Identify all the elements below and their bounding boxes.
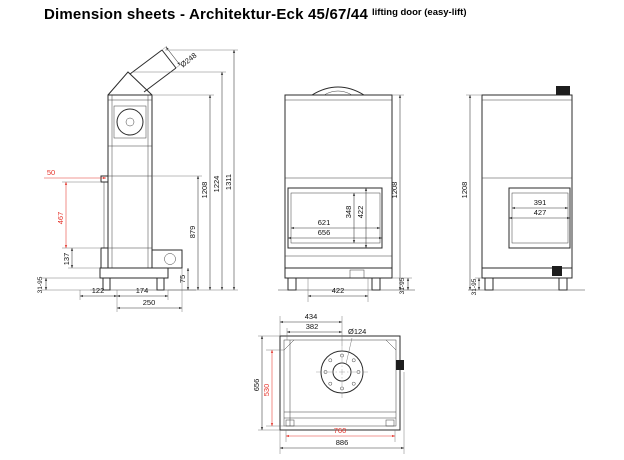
base-plinth xyxy=(481,267,573,279)
bolt-hole xyxy=(328,358,333,363)
top-dome xyxy=(311,86,365,96)
dim-side-opening-top-height: 879 xyxy=(188,226,197,239)
bolt-hole xyxy=(351,358,356,363)
top-collar xyxy=(323,90,353,96)
base-plinth xyxy=(99,267,169,279)
dim-side-depth-mid: 174 xyxy=(136,286,149,295)
foot xyxy=(156,277,165,291)
front-view: 348 422 621 656 422 1208 31-95 xyxy=(278,86,415,302)
dim-top-depth-total: 656 xyxy=(252,379,261,392)
top-view: 434 382 Ø124 656 530 760 886 xyxy=(252,312,405,454)
dim-side-base-height: 137 xyxy=(62,253,71,266)
dim-top-flue-center-x: 434 xyxy=(305,312,318,321)
dim-front-glass-height: 348 xyxy=(344,206,353,219)
air-duct-port xyxy=(164,253,176,265)
foot xyxy=(285,419,295,427)
inner-wall-outline xyxy=(283,339,397,427)
front-frame-bottom xyxy=(100,247,109,269)
bolt-hole xyxy=(323,370,328,374)
dim-front-base-width: 422 xyxy=(332,286,345,295)
dim-side-duct-height: 75 xyxy=(178,275,187,283)
flue-pipe-edge xyxy=(143,67,177,93)
foot xyxy=(287,277,297,291)
glass-pane xyxy=(290,192,381,244)
dim-corner-feet-range: 31-95 xyxy=(471,278,478,295)
corner-brace xyxy=(283,339,295,351)
dim-side-depth-front: 122 xyxy=(92,286,105,295)
flue-pipe-cap xyxy=(161,49,177,69)
fan-bracket xyxy=(113,105,147,139)
foot xyxy=(371,277,381,291)
dim-front-opening-height: 422 xyxy=(356,206,365,219)
dim-side-depth-base: 250 xyxy=(143,298,156,307)
connection-box xyxy=(552,266,562,276)
air-duct xyxy=(151,249,183,269)
dim-side-feet-range: 31-95 xyxy=(37,276,44,293)
bolt-hole xyxy=(340,353,344,358)
dim-side-top-height: 1224 xyxy=(212,176,221,193)
flue-housing-outline xyxy=(107,71,153,96)
dim-front-glass-width: 621 xyxy=(318,218,331,227)
fan-hub xyxy=(125,117,135,127)
title-main: Dimension sheets - Architektur-Eck 45/67… xyxy=(44,6,369,23)
corner-body-outline xyxy=(481,94,573,269)
side-view: Ø248 50 467 137 31-95 122 174 250 75 879… xyxy=(37,45,238,312)
connection-box xyxy=(396,360,404,370)
dim-corner-side-glass-width: 391 xyxy=(534,198,547,207)
dim-top-flue-center-inner: 382 xyxy=(306,322,319,331)
top-cap xyxy=(556,86,570,95)
base-plinth xyxy=(284,267,393,279)
extension-line xyxy=(175,63,182,69)
dim-top-depth-inner: 530 xyxy=(262,384,271,397)
front-body-outline xyxy=(284,94,393,269)
dim-top-width-inner: 760 xyxy=(334,426,347,435)
dim-front-body-height: 1208 xyxy=(390,182,399,199)
dim-top-width-total: 886 xyxy=(336,438,349,447)
page-title: Dimension sheets - Architektur-Eck 45/67… xyxy=(44,6,466,24)
foot xyxy=(385,419,395,427)
dim-side-body-height: 1208 xyxy=(200,182,209,199)
dim-side-front-offset: 50 xyxy=(47,168,55,177)
flue-pipe-edge xyxy=(129,49,163,75)
dim-corner-side-opening-width: 427 xyxy=(534,208,547,217)
connection-box xyxy=(349,269,365,279)
dim-side-total-height: 1311 xyxy=(224,174,233,190)
bolt-hole xyxy=(351,381,356,386)
extension-line xyxy=(161,45,168,51)
dim-front-opening-width: 656 xyxy=(318,228,331,237)
dim-corner-body-height: 1208 xyxy=(460,182,469,199)
foot xyxy=(558,277,568,291)
dim-side-flue-diameter: Ø248 xyxy=(178,51,198,69)
bolt-hole xyxy=(356,370,361,374)
foot xyxy=(484,277,494,291)
front-frame-top xyxy=(100,175,109,183)
corner-view: 391 427 1208 31-95 xyxy=(460,86,585,295)
title-suffix: lifting door (easy-lift) xyxy=(372,7,467,18)
glass-opening xyxy=(287,187,383,249)
dim-side-door-height: 467 xyxy=(56,212,65,225)
side-body-outline xyxy=(107,94,153,269)
top-body-outline xyxy=(279,335,401,431)
fan-circle xyxy=(116,108,144,136)
leader-line xyxy=(345,337,353,365)
bolt-hole xyxy=(340,386,344,391)
dim-top-intake-diameter: Ø124 xyxy=(348,327,366,336)
dim-front-feet-range: 31-95 xyxy=(399,277,406,294)
bolt-hole xyxy=(328,381,333,386)
corner-brace xyxy=(385,339,397,351)
